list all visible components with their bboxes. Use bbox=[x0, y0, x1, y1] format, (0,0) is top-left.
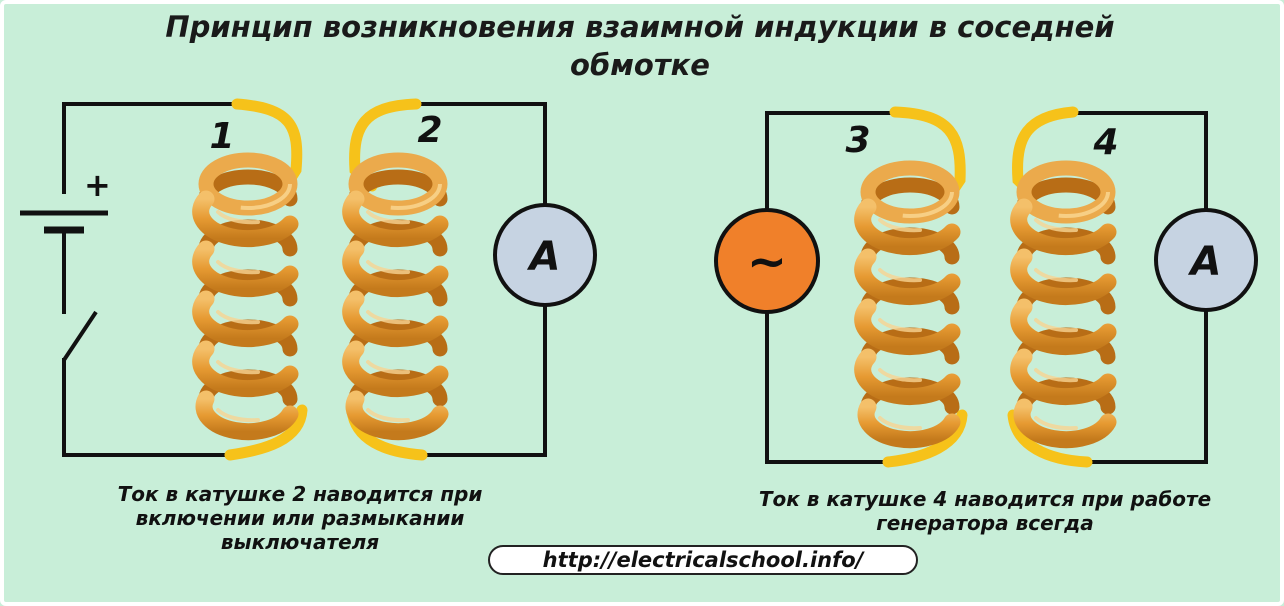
right-ammeter-icon bbox=[1154, 208, 1258, 312]
right-secondary-wires bbox=[1075, 111, 1208, 464]
right-ammeter-label: A bbox=[1188, 239, 1222, 285]
battery-plus-label: + bbox=[84, 166, 111, 204]
coil-4-leads bbox=[1007, 106, 1093, 468]
left-primary-wires bbox=[62, 102, 237, 457]
coil-4 bbox=[1019, 168, 1108, 440]
source-url-link[interactable]: http://electricalschool.info/ bbox=[488, 545, 918, 575]
battery-icon bbox=[20, 210, 108, 234]
ac-generator-icon bbox=[714, 208, 820, 314]
right-caption: Ток в катушке 4 наводится при работе ген… bbox=[758, 487, 1212, 535]
page-title: Принцип возникновения взаимной индукции … bbox=[165, 10, 1115, 82]
coil-2-number: 2 bbox=[417, 110, 442, 151]
coil-1 bbox=[201, 160, 290, 432]
generator-symbol: ~ bbox=[747, 234, 787, 290]
coil-4-number: 4 bbox=[1092, 122, 1118, 163]
left-ammeter-icon bbox=[493, 203, 597, 307]
left-caption: Ток в катушке 2 наводится при включении … bbox=[117, 482, 483, 554]
coil-1-number: 1 bbox=[209, 116, 234, 157]
right-primary-wires bbox=[765, 111, 893, 464]
left-secondary-wires bbox=[418, 102, 547, 457]
coil-1-leads bbox=[224, 98, 308, 461]
coil-3 bbox=[863, 168, 952, 440]
left-ammeter-label: A bbox=[527, 234, 561, 280]
coil-2 bbox=[351, 160, 440, 432]
switch-icon bbox=[62, 310, 98, 362]
coil-3-number: 3 bbox=[845, 120, 870, 161]
